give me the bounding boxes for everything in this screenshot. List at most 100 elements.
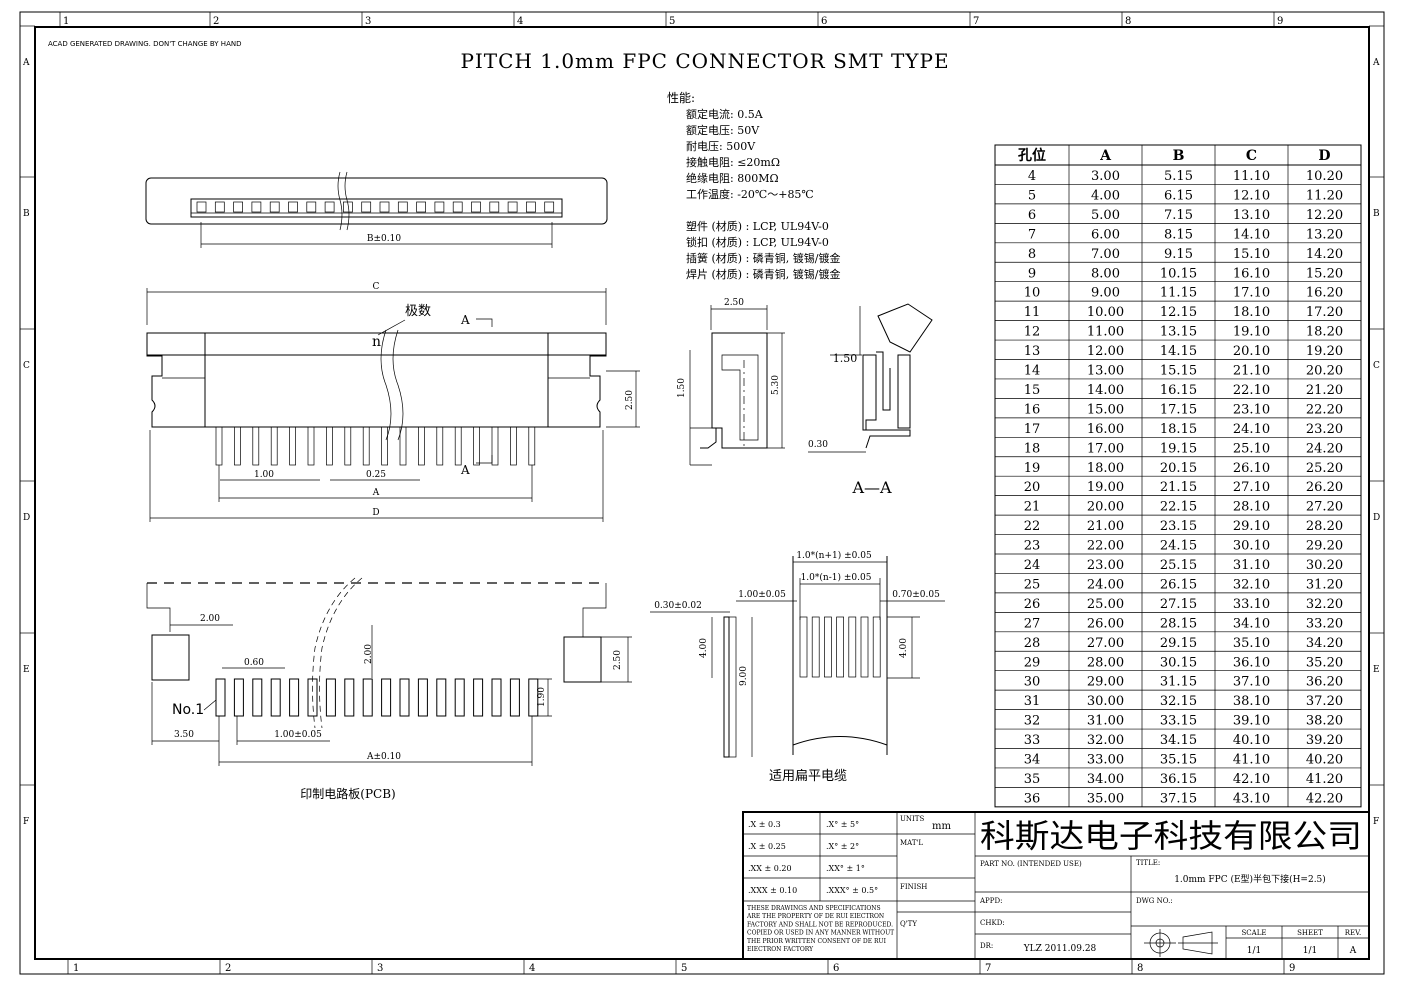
table-cell: 33 xyxy=(1024,733,1041,748)
table-cell: 34.15 xyxy=(1160,733,1197,748)
table-cell: 22.00 xyxy=(1087,539,1124,554)
material-line: 焊片 (材质) : 磷青铜, 镀锡/镀金 xyxy=(686,267,840,281)
table-cell: 13.20 xyxy=(1306,227,1343,242)
table-cell: 37.10 xyxy=(1233,675,1270,690)
dim-pcb-200: 2.00 xyxy=(200,614,220,624)
zone-column-label: 7 xyxy=(985,963,991,974)
tol-linear: .X ± 0.3 xyxy=(748,820,781,829)
table-cell: 23 xyxy=(1024,539,1041,554)
front-pin xyxy=(326,426,333,466)
top-contact xyxy=(343,201,353,213)
dim-b: B±0.10 xyxy=(367,234,401,244)
table-cell: 38.20 xyxy=(1306,714,1343,729)
pcb-no1-label: No.1 xyxy=(172,702,204,718)
fpc-conductor xyxy=(836,616,844,678)
table-cell: 26.15 xyxy=(1160,577,1197,592)
table-cell: 20.10 xyxy=(1233,344,1270,359)
front-pin xyxy=(399,426,407,466)
zone-column-label: 1 xyxy=(63,16,69,27)
zone-column-label: 3 xyxy=(365,16,371,27)
table-cell: 33.15 xyxy=(1160,714,1197,729)
tol-linear: .XXX ± 0.10 xyxy=(748,886,797,895)
projection-symbol-icon xyxy=(1144,929,1218,957)
table-cell: 37.15 xyxy=(1160,791,1197,806)
pcb-pad xyxy=(399,678,410,717)
front-pin xyxy=(362,426,370,466)
table-cell: 29.15 xyxy=(1160,636,1197,651)
tol-angle: .XX° ± 1° xyxy=(826,864,865,873)
appd-label: APPD: xyxy=(979,897,1002,905)
top-contact xyxy=(489,201,500,213)
table-cell: 16 xyxy=(1024,402,1041,417)
table-cell: 4 xyxy=(1028,169,1036,184)
table-cell: 14.00 xyxy=(1087,383,1124,398)
dim-fpc-100: 1.00±0.05 xyxy=(738,590,786,600)
dr-value: YLZ 2011.09.28 xyxy=(1023,944,1097,954)
pcb-pad xyxy=(417,678,428,717)
table-cell: 15.00 xyxy=(1087,402,1124,417)
table-cell: 8.15 xyxy=(1164,227,1193,242)
table-cell: 28.10 xyxy=(1233,500,1270,515)
table-cell: 27 xyxy=(1024,616,1041,631)
table-cell: 17.20 xyxy=(1306,305,1343,320)
zone-column-label: 3 xyxy=(377,963,383,974)
table-cell: 25.10 xyxy=(1233,441,1270,456)
table-cell: 26 xyxy=(1024,597,1041,612)
table-cell: 27.15 xyxy=(1160,597,1197,612)
outer-border xyxy=(19,11,1385,975)
table-cell: 8 xyxy=(1028,247,1036,262)
zone-column-label: 7 xyxy=(973,16,979,27)
table-cell: 11.20 xyxy=(1306,188,1343,203)
table-cell: 35 xyxy=(1024,772,1041,787)
table-cell: 32.15 xyxy=(1160,694,1197,709)
table-cell: 30.20 xyxy=(1306,558,1343,573)
dim-pcb-200v: 2.00 xyxy=(364,644,374,664)
table-cell: 5.00 xyxy=(1091,208,1120,223)
top-view-slot xyxy=(190,198,563,218)
table-cell: 30.15 xyxy=(1160,655,1197,670)
table-cell: 20.20 xyxy=(1306,364,1343,379)
table-cell: 36.20 xyxy=(1306,675,1343,690)
table-cell: 16.00 xyxy=(1087,422,1124,437)
table-cell: 34.00 xyxy=(1087,772,1124,787)
spec-line: 耐电压: 500V xyxy=(686,140,756,153)
zone-column-label: 5 xyxy=(669,16,675,27)
table-cell: 42.20 xyxy=(1306,791,1343,806)
table-cell: 34 xyxy=(1024,753,1041,768)
pcb-break xyxy=(312,577,363,729)
table-cell: 20.00 xyxy=(1087,500,1124,515)
top-contact xyxy=(434,201,445,213)
dim-c: C xyxy=(373,282,380,292)
table-cell: 30.00 xyxy=(1087,694,1124,709)
table-cell: 39.10 xyxy=(1233,714,1270,729)
front-pin xyxy=(473,426,480,466)
tol-angle: .XXX° ± 0.5° xyxy=(826,886,878,895)
spec-line: 额定电流: 0.5A xyxy=(686,107,764,121)
zone-row-label: A xyxy=(22,58,30,68)
rev-value: A xyxy=(1349,946,1357,956)
table-cell: 5 xyxy=(1028,188,1036,203)
table-cell: 23.10 xyxy=(1233,402,1270,417)
company-name: 科斯达电子科技有限公司 xyxy=(980,817,1362,855)
material-line: 插簧 (材质) : 磷青铜, 镀锡/镀金 xyxy=(686,251,840,265)
front-pin xyxy=(289,426,296,466)
pcb-pad xyxy=(509,678,520,717)
pcb-caption: 印制电路板(PCB) xyxy=(300,786,395,801)
table-cell: 39.20 xyxy=(1306,733,1343,748)
fpc-conductor xyxy=(799,616,808,678)
table-cell: 11.00 xyxy=(1087,325,1124,340)
sheet-value: 1/1 xyxy=(1303,946,1317,956)
front-housing xyxy=(204,354,549,428)
table-cell: 18.20 xyxy=(1306,325,1343,340)
table-cell: 31.15 xyxy=(1160,675,1197,690)
dim-pcb-190: 1.90 xyxy=(537,687,547,707)
zone-row-label: D xyxy=(1373,513,1380,523)
table-header: 孔位 xyxy=(1018,147,1046,164)
zone-row-label: B xyxy=(1373,209,1380,219)
pcb-signal-pads xyxy=(215,678,539,717)
table-cell: 9 xyxy=(1028,266,1036,281)
table-cell: 29.20 xyxy=(1306,539,1343,554)
table-cell: 9.00 xyxy=(1091,286,1120,301)
dim-pin-width: 0.25 xyxy=(366,470,386,480)
table-cell: 23.00 xyxy=(1087,558,1124,573)
